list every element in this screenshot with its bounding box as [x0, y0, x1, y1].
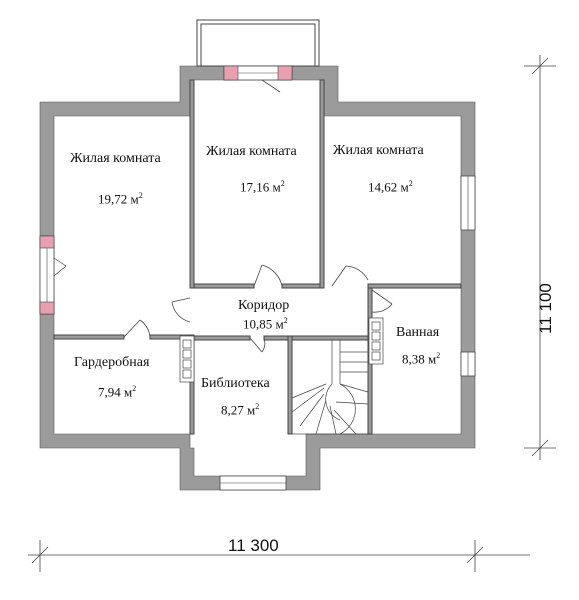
room-area-corridor: 10,85 м2 [243, 316, 288, 332]
vent-shaft-right [368, 317, 384, 365]
room-name-corridor: Коридор [238, 298, 290, 313]
room-name-living-3: Жилая комната [333, 143, 424, 158]
top-door [223, 65, 293, 93]
room-name-bathroom: Ванная [396, 325, 440, 340]
left-window [39, 235, 67, 315]
room-area-bathroom: 8,38 м2 [402, 351, 441, 367]
dimension-height [524, 55, 556, 460]
staircase [291, 339, 369, 435]
room-area-living-3: 14,62 м2 [368, 179, 413, 195]
room-name-library: Библиотека [201, 376, 270, 391]
right-window-upper [460, 175, 476, 231]
room-name-living-2: Жилая комната [206, 144, 297, 159]
bottom-window [219, 475, 287, 491]
room-area-library: 8,27 м2 [221, 402, 260, 418]
room-area-living-2: 17,16 м2 [240, 179, 285, 195]
room-area-wardrobe: 7,94 м2 [98, 384, 137, 400]
dimension-width-label: 11 300 [228, 536, 279, 555]
exterior-walls [39, 65, 476, 491]
room-area-living-1: 19,72 м2 [98, 191, 143, 207]
dimension-width [28, 540, 530, 572]
room-name-wardrobe: Гардеробная [74, 355, 150, 370]
door-swings [123, 264, 393, 353]
room-name-living-1: Жилая комната [70, 151, 161, 166]
balcony [196, 19, 320, 67]
dimension-height-label: 11 100 [535, 283, 555, 334]
right-window-lower [460, 351, 476, 377]
vent-shaft-left [179, 335, 195, 383]
